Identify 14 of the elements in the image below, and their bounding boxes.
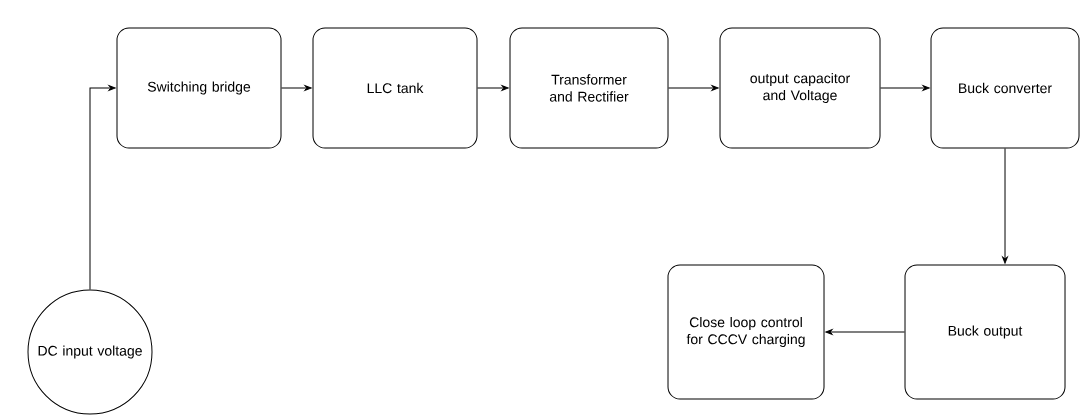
arrow <box>89 85 116 290</box>
process-box: Transformer and Rectifier <box>509 27 669 149</box>
process-box: Switching bridge <box>116 27 282 149</box>
arrow <box>825 329 905 335</box>
arrow <box>1002 148 1008 264</box>
process-box: output capacitor and Voltage <box>719 27 881 149</box>
arrow <box>281 85 312 91</box>
arrow <box>668 85 719 91</box>
process-box: Buck converter <box>930 27 1080 149</box>
process-box: Close loop control for CCCV charging <box>667 264 825 400</box>
process-box: Buck output <box>904 264 1066 400</box>
arrow <box>477 85 509 91</box>
arrow <box>880 85 930 91</box>
process-box: LLC tank <box>312 27 478 149</box>
